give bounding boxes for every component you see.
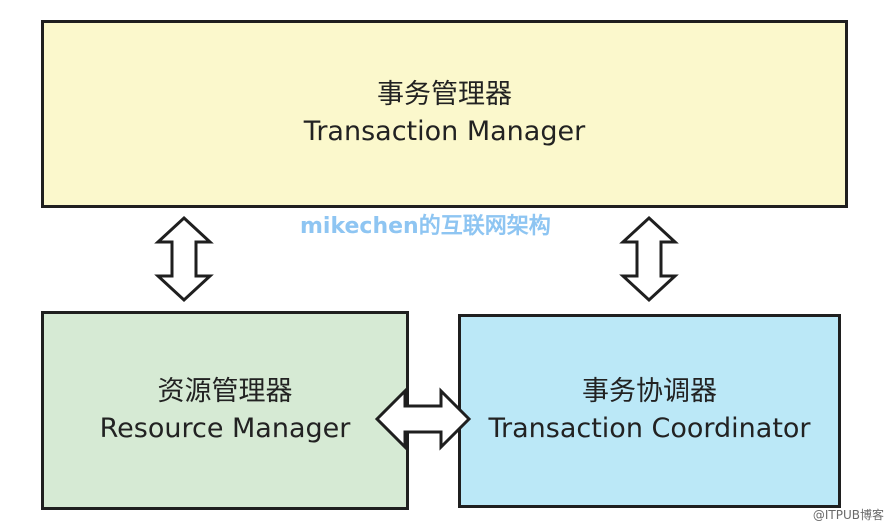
transaction-coordinator-label-cn: 事务协调器	[582, 376, 717, 407]
transaction-manager-box: 事务管理器 Transaction Manager	[41, 20, 848, 208]
transaction-manager-label-en: Transaction Manager	[303, 116, 586, 147]
watermark-text: mikechen的互联网架构	[300, 214, 551, 239]
rm-tc-double-arrow	[374, 387, 472, 451]
tm-rm-double-arrow	[154, 215, 214, 303]
transaction-coordinator-label-en: Transaction Coordinator	[488, 413, 811, 444]
resource-manager-label-cn: 资源管理器	[157, 375, 293, 407]
transaction-coordinator-box: 事务协调器 Transaction Coordinator	[458, 314, 841, 508]
resource-manager-box: 资源管理器 Resource Manager	[41, 311, 409, 510]
resource-manager-label-en: Resource Manager	[99, 412, 351, 444]
transaction-manager-label-cn: 事务管理器	[377, 79, 512, 110]
tm-tc-double-arrow	[619, 215, 679, 303]
site-watermark: @ITPUB博客	[812, 508, 884, 522]
